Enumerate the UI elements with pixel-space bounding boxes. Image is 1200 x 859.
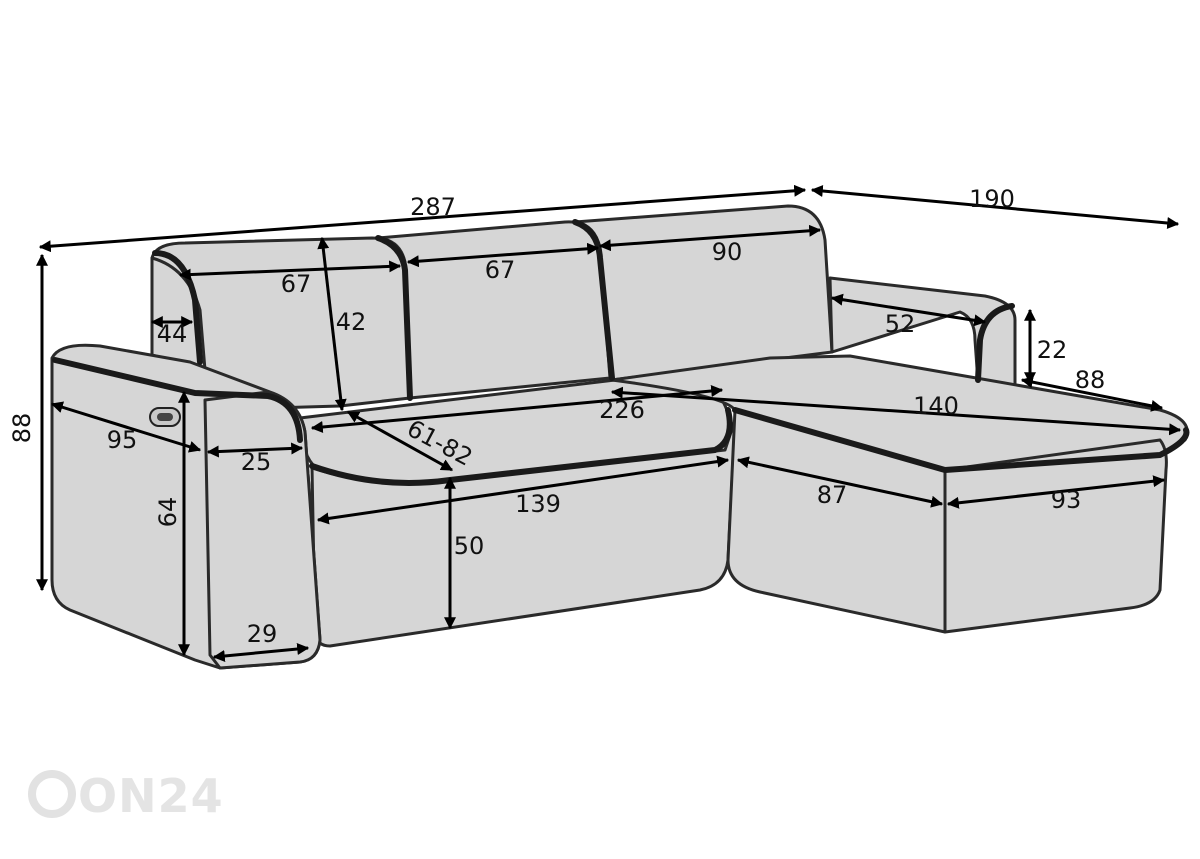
label-armrest-depth-right: 52	[885, 310, 916, 338]
label-back-cushion-right: 90	[712, 238, 743, 266]
dim-line-52	[830, 293, 987, 327]
dim-line-29	[212, 643, 310, 662]
sofa-drawing	[50, 204, 1190, 670]
label-total-width: 287	[410, 193, 456, 221]
label-armrest-length: 95	[107, 426, 138, 454]
dim-line-67-left	[178, 260, 402, 281]
label-chaise-side-length: 87	[817, 481, 848, 509]
dim-line-287	[38, 184, 807, 253]
dim-line-190	[810, 185, 1180, 229]
label-back-cushion-left: 67	[281, 270, 312, 298]
label-total-height: 88	[8, 413, 36, 444]
recliner-button-inner	[157, 413, 173, 421]
dim-line-87	[736, 456, 944, 508]
label-back-cushion-height: 42	[336, 308, 367, 336]
watermark-text: ON24	[78, 769, 224, 823]
label-armrest-height: 64	[154, 497, 182, 528]
label-chaise-width: 88	[1075, 366, 1106, 394]
armrest-piping	[52, 357, 303, 443]
dim-line-90	[598, 224, 822, 252]
dim-line-140	[610, 386, 1182, 436]
dim-line-139	[316, 455, 730, 525]
dim-line-42	[317, 236, 347, 412]
label-seat-front-width: 139	[515, 490, 561, 518]
dim-line-25	[206, 442, 304, 458]
label-armrest-height-right: 22	[1037, 336, 1068, 364]
right-armrest-piping	[975, 303, 1015, 383]
label-back-depth: 44	[157, 320, 188, 348]
label-armrest-width-top: 25	[241, 448, 272, 476]
label-back-cushion-middle: 67	[485, 256, 516, 284]
label-chaise-front-width: 93	[1051, 486, 1082, 514]
label-chaise-length: 190	[969, 185, 1015, 213]
dim-line-95	[50, 401, 202, 453]
label-seat-width: 226	[599, 396, 645, 424]
dim-line-93	[946, 475, 1166, 509]
dim-line-67-mid	[406, 242, 600, 268]
dimension-lines	[36, 184, 1182, 662]
label-armrest-width-bottom: 29	[247, 620, 278, 648]
label-seat-height: 50	[454, 532, 485, 560]
on24-logo: ON24	[28, 769, 224, 823]
chaise-piping	[732, 407, 1190, 473]
label-chaise-seat-length: 140	[913, 392, 959, 420]
